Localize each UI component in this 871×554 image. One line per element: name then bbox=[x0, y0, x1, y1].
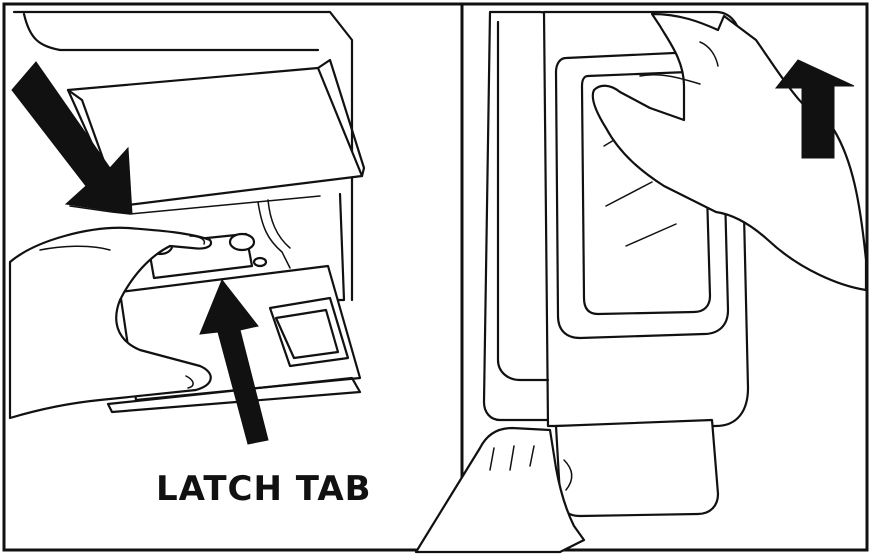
latch-tab-label: LATCH TAB bbox=[156, 469, 372, 509]
lift-arrow-up bbox=[774, 59, 855, 159]
left-panel: LATCH TAB bbox=[8, 10, 372, 509]
right-panel bbox=[414, 10, 868, 554]
left-hand bbox=[8, 226, 213, 420]
lower-drawer bbox=[554, 418, 720, 518]
latch-arrow-up bbox=[199, 279, 269, 445]
right-lower-hand bbox=[414, 426, 586, 554]
push-arrow-diagonal bbox=[11, 61, 133, 215]
cabinet-side bbox=[482, 10, 554, 422]
